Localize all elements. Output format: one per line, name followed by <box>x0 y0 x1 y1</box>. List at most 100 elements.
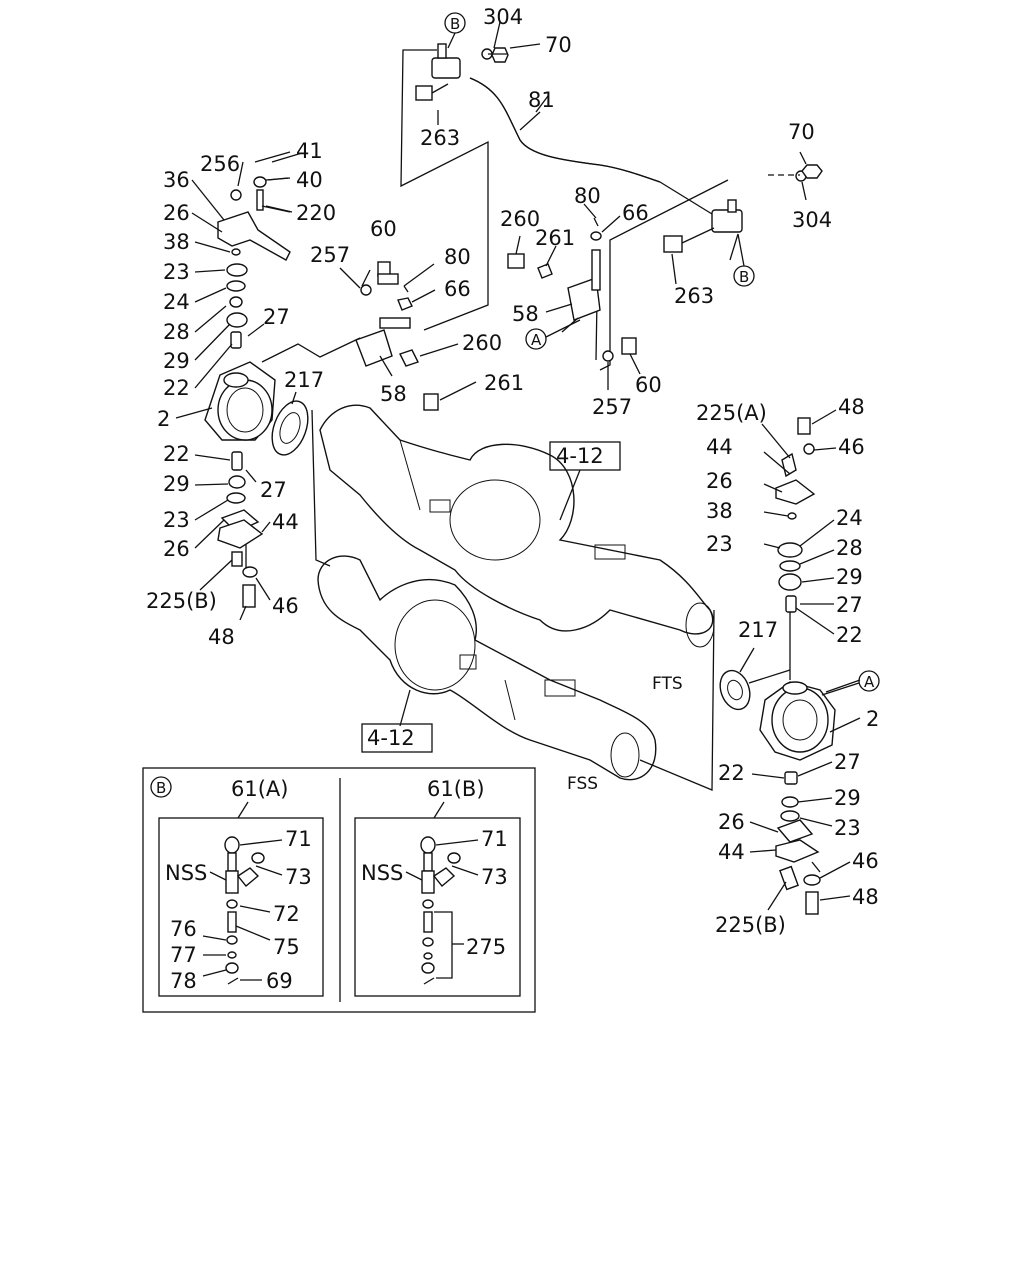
callout-b-inset-text: B <box>156 779 166 797</box>
callout-b-top-text: B <box>450 15 460 33</box>
label-24-right: 24 <box>836 506 863 530</box>
label-225a: 225(A) <box>696 401 767 425</box>
axle-leader-lines <box>311 409 715 791</box>
label-70-top: 70 <box>545 33 572 57</box>
upper-connecting-rod <box>415 43 823 253</box>
label-28-left: 28 <box>163 320 190 344</box>
callout-b-inset <box>150 776 172 798</box>
label-60-center: 60 <box>370 217 397 241</box>
label-81: 81 <box>528 88 555 112</box>
label-26-right-bottom: 26 <box>718 810 745 834</box>
label-48-right-bottom: 48 <box>852 885 879 909</box>
label-66-right: 66 <box>622 201 649 225</box>
label-22-right-top: 22 <box>836 623 863 647</box>
callout-b-right-text: B <box>739 268 749 286</box>
lower-axle-housing <box>317 555 657 781</box>
label-26-left-top: 26 <box>163 201 190 225</box>
inset-label-nss-a: NSS <box>165 861 207 885</box>
label-40: 40 <box>296 168 323 192</box>
part-number-labels: 304 70 81 263 41 256 40 36 220 26 38 23 … <box>146 5 879 937</box>
inset-label-71a: 71 <box>285 827 312 851</box>
label-fts: FTS <box>652 674 683 694</box>
label-304-right: 304 <box>792 208 832 232</box>
inset-label-78: 78 <box>170 969 197 993</box>
label-leaders <box>175 21 861 911</box>
label-60-right: 60 <box>635 373 662 397</box>
grease-nipple-assembly-b <box>405 836 479 985</box>
left-knuckle-lower-parts <box>217 451 264 608</box>
label-263-top: 263 <box>420 126 460 150</box>
inset-label-275: 275 <box>466 935 506 959</box>
label-66-center: 66 <box>444 277 471 301</box>
label-261-right: 261 <box>535 226 575 250</box>
callout-a-right-text: A <box>864 673 875 691</box>
label-38-left: 38 <box>163 230 190 254</box>
label-46-left: 46 <box>272 594 299 618</box>
label-48-right-top: 48 <box>838 395 865 419</box>
label-70-right: 70 <box>788 120 815 144</box>
label-304-top: 304 <box>483 5 523 29</box>
label-217-right: 217 <box>738 618 778 642</box>
label-225b-left: 225(B) <box>146 589 217 613</box>
label-260-right: 260 <box>500 207 540 231</box>
label-27-left-bottom: 27 <box>260 478 287 502</box>
callout-a-right <box>858 670 880 692</box>
callout-circles: B B A A B <box>150 12 880 798</box>
label-23-right-top: 23 <box>706 532 733 556</box>
label-23-left-top: 23 <box>163 260 190 284</box>
right-steering-knuckle <box>759 612 836 761</box>
label-29-left-bottom: 29 <box>163 472 190 496</box>
callout-a-left-text: A <box>531 331 542 349</box>
top-leader-lines <box>400 43 800 371</box>
left-steering-knuckle <box>204 337 361 441</box>
label-28-right: 28 <box>836 536 863 560</box>
label-260-center: 260 <box>462 331 502 355</box>
right-dust-cover <box>719 669 791 711</box>
label-46-right-bottom: 46 <box>852 849 879 873</box>
label-46-right-top: 46 <box>838 435 865 459</box>
center-bracket-parts <box>355 261 439 411</box>
label-24-left: 24 <box>163 290 190 314</box>
right-knuckle-upper-parts <box>775 417 816 613</box>
label-23-left-bottom: 23 <box>163 508 190 532</box>
inset-label-69: 69 <box>266 969 293 993</box>
label-44-right-top: 44 <box>706 435 733 459</box>
label-261-center: 261 <box>484 371 524 395</box>
label-225b-right: 225(B) <box>715 913 786 937</box>
inset-label-76: 76 <box>170 917 197 941</box>
inset-label-72: 72 <box>273 902 300 926</box>
label-27-left-top: 27 <box>263 305 290 329</box>
inset-label-73b: 73 <box>481 865 508 889</box>
inset-label-nss-b: NSS <box>361 861 403 885</box>
left-dust-cover <box>271 400 309 456</box>
label-27-right-top: 27 <box>836 593 863 617</box>
label-26-right-top: 26 <box>706 469 733 493</box>
inset-label-77: 77 <box>170 943 197 967</box>
label-4-12-upper: 4-12 <box>556 444 604 468</box>
inset-label-61a: 61(A) <box>231 777 288 801</box>
label-257-right: 257 <box>592 395 632 419</box>
inset-label-71b: 71 <box>481 827 508 851</box>
label-217-left: 217 <box>284 368 324 392</box>
label-38-right: 38 <box>706 499 733 523</box>
ref-box-lower <box>361 723 433 753</box>
right-bracket-parts <box>507 217 637 362</box>
label-22-left-bottom: 22 <box>163 442 190 466</box>
inset-panel-b: 61(A) 61(B) 71 NSS <box>142 767 536 1013</box>
label-fss: FSS <box>567 774 598 794</box>
label-22-left-top: 22 <box>163 376 190 400</box>
ref-box-upper <box>549 441 621 471</box>
label-4-12-lower: 4-12 <box>367 726 415 750</box>
grease-nipple-assembly-a <box>202 836 283 985</box>
inset-label-75: 75 <box>273 935 300 959</box>
inset-label-61b: 61(B) <box>427 777 485 801</box>
right-knuckle-lower-parts <box>775 771 821 915</box>
label-27-right-bottom: 27 <box>834 750 861 774</box>
label-22-right-bottom: 22 <box>718 761 745 785</box>
label-220: 220 <box>296 201 336 225</box>
label-263-right: 263 <box>674 284 714 308</box>
label-44-left: 44 <box>272 510 299 534</box>
label-48-left: 48 <box>208 625 235 649</box>
